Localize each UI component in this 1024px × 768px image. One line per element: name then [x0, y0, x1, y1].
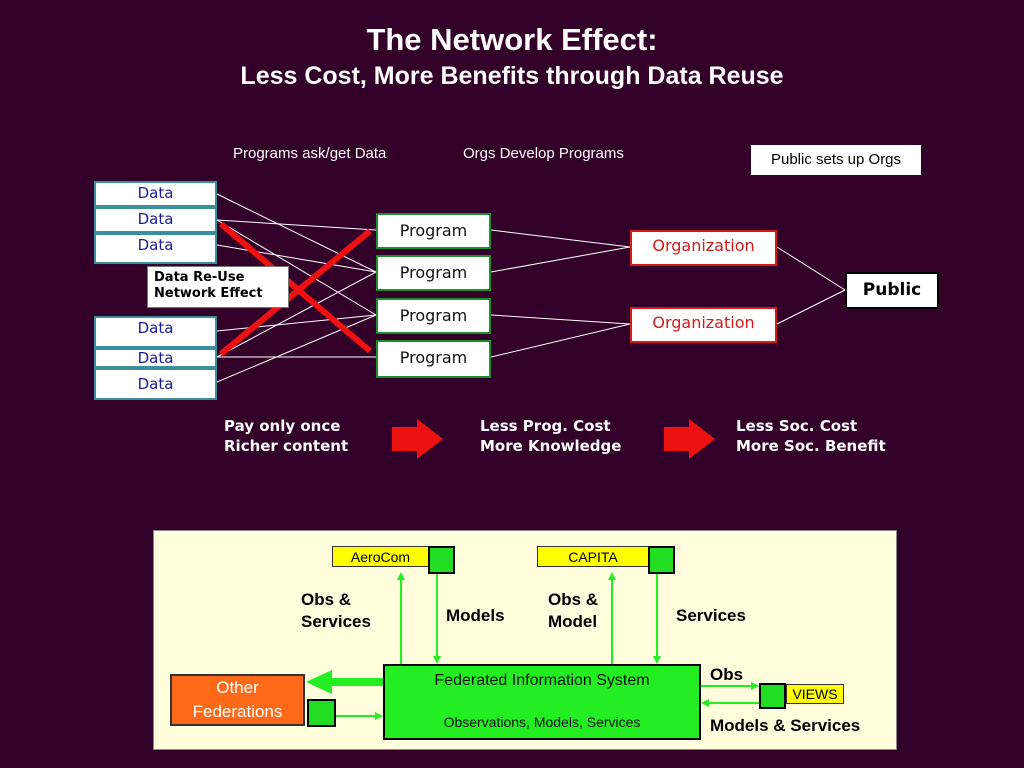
benefit-1-line2: Richer content — [224, 437, 349, 455]
benefit-3-line1: Less Soc. Cost — [736, 417, 858, 435]
fis-title: Federated Information System — [434, 672, 650, 689]
data-box-6: Data — [94, 368, 217, 400]
obs-model-label: Obs & Model — [548, 589, 598, 633]
obs-label: Obs — [710, 665, 744, 684]
obs-services-line2: Services — [301, 612, 371, 631]
cross-line-b — [219, 228, 372, 357]
program-box-3: Program — [376, 298, 491, 334]
capita-node — [648, 546, 675, 574]
page-subtitle: Less Cost, More Benefits through Data Re… — [240, 62, 784, 90]
data-box-5: Data — [94, 348, 217, 368]
data-box-1: Data — [94, 181, 217, 207]
data-box-3: Data — [94, 233, 217, 264]
other-federations-line1: Other — [216, 678, 259, 697]
program-box-1: Program — [376, 213, 491, 249]
obs-model-line1: Obs & — [548, 590, 599, 609]
aerocom-node — [428, 546, 455, 574]
arrow-right-icon — [664, 419, 715, 459]
fis-subtitle: Observations, Models, Services — [443, 714, 641, 730]
organization-box-1: Organization — [630, 230, 777, 266]
other-federations-node — [307, 699, 336, 727]
public-sets-up-orgs-label: Public sets up Orgs — [751, 145, 921, 175]
data-box-2: Data — [94, 207, 217, 233]
other-federations-box: Other Federations — [170, 674, 305, 726]
models-label: Models — [446, 606, 505, 625]
page-title: The Network Effect: — [366, 22, 658, 57]
benefit-3: Less Soc. Cost More Soc. Benefit — [736, 416, 886, 456]
benefit-2-line1: Less Prog. Cost — [480, 417, 611, 435]
organization-box-2: Organization — [630, 307, 777, 343]
header-programs-ask: Programs ask/get Data — [233, 145, 387, 162]
data-reuse-line2: Network Effect — [154, 286, 263, 301]
benefit-1: Pay only once Richer content — [224, 416, 348, 456]
benefit-2-line2: More Knowledge — [480, 437, 622, 455]
obs-services-label: Obs & Services — [301, 589, 371, 633]
data-reuse-label: Data Re-Use Network Effect — [147, 266, 289, 308]
views-node — [759, 683, 786, 709]
public-box: Public — [845, 272, 939, 309]
header-orgs-develop: Orgs Develop Programs — [463, 145, 624, 162]
federated-information-system: Federated Information System Observation… — [383, 664, 701, 740]
models-services-label: Models & Services — [710, 716, 861, 735]
program-box-4: Program — [376, 340, 491, 378]
other-federations-line2: Federations — [192, 702, 283, 721]
data-reuse-line1: Data Re-Use — [154, 270, 245, 285]
obs-model-line2: Model — [548, 612, 598, 631]
benefit-2: Less Prog. Cost More Knowledge — [480, 416, 621, 456]
program-box-2: Program — [376, 255, 491, 291]
cross-line-a — [219, 221, 372, 354]
benefit-1-line1: Pay only once — [224, 417, 341, 435]
views-label: VIEWS — [786, 684, 844, 704]
obs-services-line1: Obs & — [301, 590, 352, 609]
services-label: Services — [676, 606, 746, 625]
benefit-3-line2: More Soc. Benefit — [736, 437, 886, 455]
aerocom-label: AeroCom — [332, 546, 429, 567]
arrow-right-icon — [392, 419, 443, 459]
capita-label: CAPITA — [537, 546, 649, 567]
data-box-4: Data — [94, 316, 217, 348]
